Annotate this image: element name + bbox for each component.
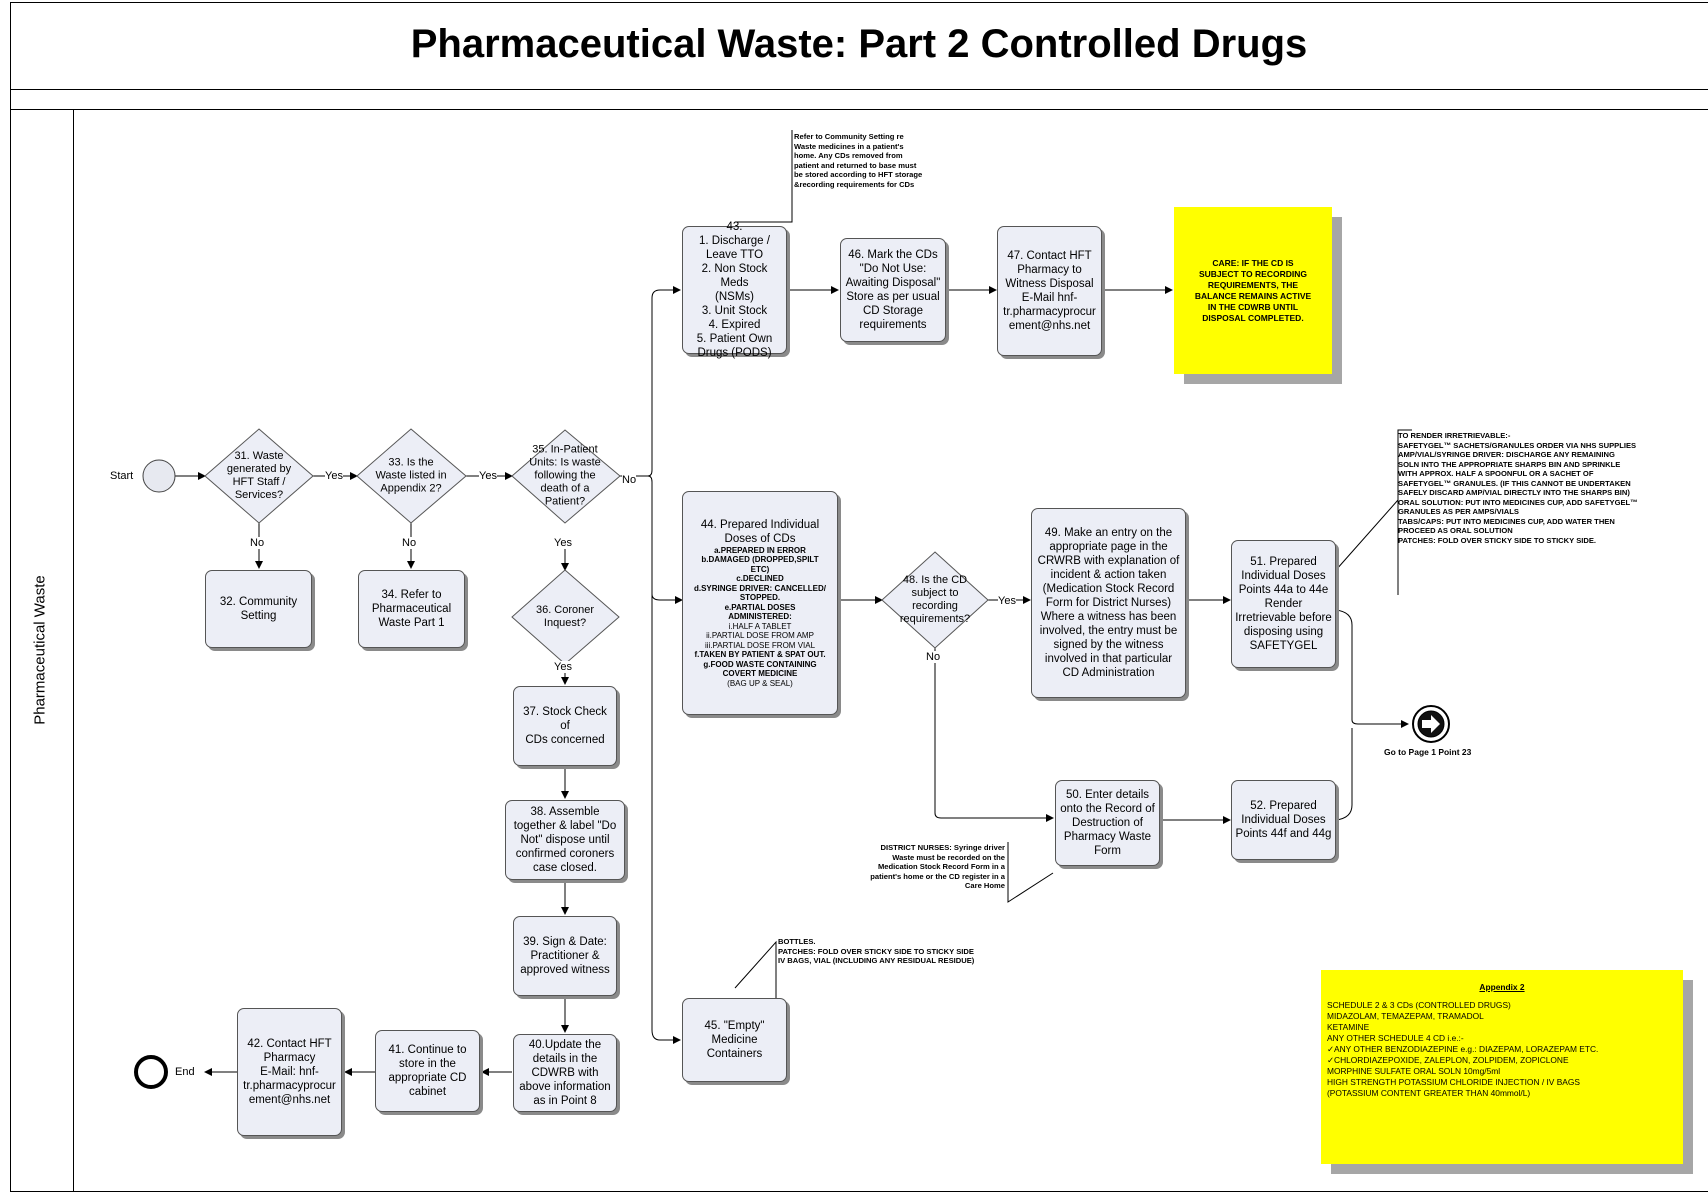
process-51: 51. Prepared Individual Doses Points 44a… [1231,540,1336,668]
decision-48 [881,551,989,649]
edge-51-goto [1335,609,1409,728]
start-label: Start [110,470,134,482]
yes-label-36: Yes [554,661,572,673]
appendix-line: KETAMINE [1327,1022,1370,1032]
process-52: 52. Prepared Individual Doses Points 44f… [1231,780,1336,860]
appendix-note: Appendix 2 SCHEDULE 2 & 3 CDs (CONTROLLE… [1321,970,1683,1164]
leader-district [1007,872,1054,903]
process-39: 39. Sign & Date: Practitioner & approved… [513,916,617,996]
process-49: 49. Make an entry on the appropriate pag… [1031,508,1186,698]
end-label: End [175,1066,195,1078]
community-note: Refer to Community Setting re Waste medi… [794,132,923,189]
appendix-line: ✓ANY OTHER BENZODIAZEPINE e.g.: DIAZEPAM… [1327,1044,1599,1054]
process-47: 47. Contact HFT Pharmacy to Witness Disp… [997,226,1102,356]
decision-33-label: 33. Is the Waste listed in Appendix 2? [375,456,447,495]
page-title: Pharmaceutical Waste: Part 2 Controlled … [410,22,1308,66]
appendix-line: (POTASSIUM CONTENT GREATER THAN 40mmol/L… [1327,1088,1531,1098]
decision-35-label: 35. In-Patient Units: Is waste following… [529,443,601,508]
leader-bottles [734,940,777,1003]
edge-branch-45 [651,594,681,1044]
process-50: 50. Enter details onto the Record of Des… [1055,780,1160,866]
process-41: 41. Continue to store in the appropriate… [375,1030,480,1112]
edge-52-goto [1335,728,1353,821]
process-46: 46. Mark the CDs "Do Not Use: Awaiting D… [840,238,946,342]
yes-label-33: Yes [479,470,497,482]
appendix-line: MIDAZOLAM, TEMAZEPAM, TRAMADOL [1327,1011,1484,1021]
care-note: CARE: IF THE CD IS SUBJECT TO RECORDING … [1174,207,1332,374]
appendix-line: MORPHINE SULFATE ORAL SOLN 10mg/5ml [1327,1066,1501,1076]
process-32: 32. Community Setting [205,570,312,648]
goto-page-icon [1412,705,1450,743]
process-37: 37. Stock Check of CDs concerned [513,686,617,766]
start-circle [142,459,176,493]
lane-divider [73,110,74,1192]
decision-48-label: 48. Is the CD subject to recording requi… [899,574,971,625]
goto-label: Go to Page 1 Point 23 [1384,746,1472,758]
process-42: 42. Contact HFT Pharmacy E-Mail: hnf- tr… [237,1008,342,1136]
decision-36-label: 36. Coroner Inquest? [535,604,595,629]
edge-48-50 [934,648,1054,822]
irretrievable-note: TO RENDER IRRETRIEVABLE:- SAFETYGEL™ SAC… [1398,431,1638,545]
sub-header-bar [10,90,1708,110]
no-label-35: No [622,474,637,486]
yes-label-31: Yes [325,470,343,482]
leader-community [735,171,793,223]
appendix-line: SCHEDULE 2 & 3 CDs (CONTROLLED DRUGS) [1327,1000,1511,1010]
yes-label-48: Yes [998,595,1016,607]
process-40: 40.Update the details in the CDWRB with … [513,1034,617,1112]
decision-31 [204,428,314,524]
process-34: 34. Refer to Pharmaceutical Waste Part 1 [358,570,465,648]
district-note: DISTRICT NURSES: Syringe driver Waste mu… [870,843,1005,890]
appendix-title: Appendix 2 [1479,982,1525,992]
edge-branch-44 [647,475,683,604]
no-label-33: No [402,537,417,549]
process-43: 43. 1. Discharge / Leave TTO 2. Non Stoc… [682,221,787,359]
end-circle [134,1055,168,1089]
process-38: 38. Assemble together & label "Do Not" d… [505,800,625,880]
edge-branch-43 [647,286,681,477]
appendix-line: HIGH STRENGTH POTASSIUM CHLORIDE INJECTI… [1327,1077,1580,1087]
decision-35 [511,429,621,524]
decision-33 [356,428,467,524]
leader-irretrievable [1335,429,1412,571]
process-45: 45. "Empty" Medicine Containers [682,998,787,1082]
no-label-48: No [926,651,941,663]
title-bar: Pharmaceutical Waste: Part 2 Controlled … [10,2,1708,90]
bottles-note: BOTTLES. PATCHES: FOLD OVER STICKY SIDE … [778,937,975,965]
yes-label-35: Yes [554,537,572,549]
no-label-31: No [250,537,265,549]
appendix-line: ✓CHLORDIAZEPOXIDE, ZALEPLON, ZOLPIDEM, Z… [1327,1055,1569,1065]
diagram-frame [10,2,1708,1192]
decision-31-label: 31. Waste generated by HFT Staff / Servi… [226,450,292,501]
appendix-line: ANY OTHER SCHEDULE 4 CD i.e.:- [1327,1033,1464,1043]
process-44: 44. Prepared Individual Doses of CDs a.P… [682,491,838,715]
